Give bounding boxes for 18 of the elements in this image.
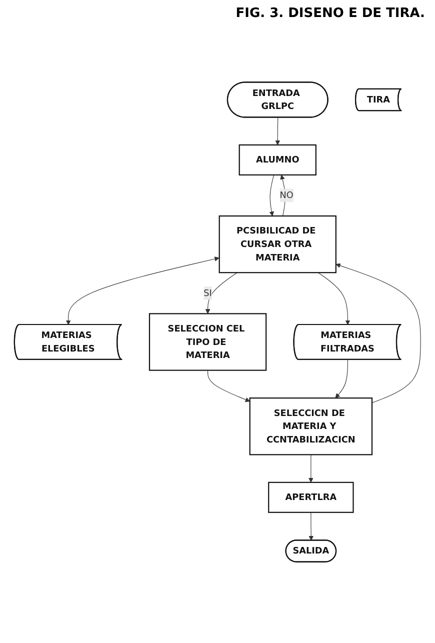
edge-label: SI [204,288,212,298]
node-box: ALUMNO [238,144,316,176]
arrow [308,454,314,483]
arrow [66,256,220,325]
arrow [335,359,348,398]
arrow [205,272,238,314]
node-box: SELECCION CEL TIPO DE MATERIA [148,313,267,371]
arrow [208,370,250,402]
node-box: APERTLRA [268,482,354,513]
node-box: SELECCICN DE MATERIA Y CCNTABILIZACICN [249,397,373,456]
figure-title: FIG. 3. DISENO E DE TIRA. [234,6,425,21]
edge-label: NO [280,190,294,200]
arrow [275,117,280,146]
arrow [318,272,350,325]
arrow [308,512,314,541]
node-box: PCSIBILICAD DE CURSAR OTRA MATERIA [218,215,336,274]
arrow [336,263,421,404]
arrow [269,174,274,216]
